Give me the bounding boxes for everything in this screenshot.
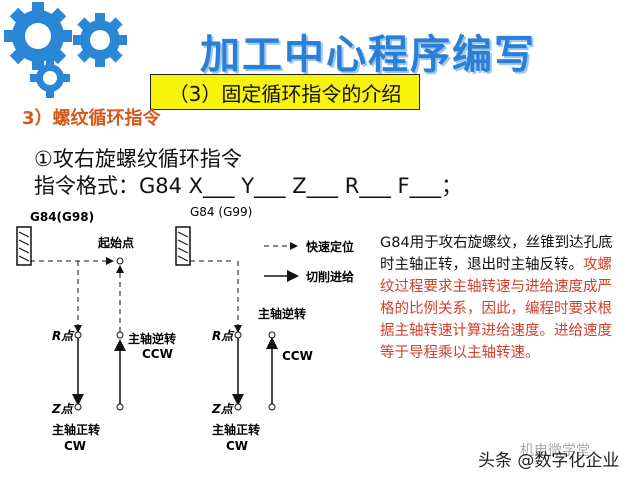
description-highlight: 攻螺纹过程要求主轴转速与进给速度成严格的比例关系，因此，编程时要求根据主轴转速计…	[380, 257, 612, 361]
left-z-point-label: Z点	[51, 402, 75, 416]
right-z-point-label: Z点	[211, 402, 235, 416]
gears-logo-icon	[4, 2, 127, 98]
right-fwd-label: 主轴正转	[212, 422, 260, 437]
left-fwd-label: 主轴正转	[52, 422, 100, 437]
description-text: G84用于攻右旋螺纹，丝锥到达孔底时主轴正转，退出时主轴反转。攻螺纹过程要求主轴…	[380, 232, 618, 364]
section-heading: 3）螺纹循环指令	[22, 108, 161, 129]
subtitle-text: （3）固定循环指令的介绍	[168, 81, 402, 106]
left-tap-icon	[16, 226, 32, 266]
subtitle-banner: （3）固定循环指令的介绍	[150, 74, 420, 110]
legend-feed-label: 切削进给	[306, 269, 354, 284]
left-r-point-label: R点	[52, 329, 75, 343]
right-cycle-label: G84 (G99)	[190, 205, 252, 219]
right-tap-icon	[175, 226, 191, 266]
right-r-point-label: R点	[212, 329, 235, 343]
left-cycle-label: G84(G98)	[30, 210, 94, 224]
cycle-diagram: G84(G98) 起始点 R点 主轴逆转 CCW Z点 主轴正转 CW G84 …	[16, 205, 354, 453]
right-rev-sub: CCW	[282, 349, 313, 363]
right-fwd-sub: CW	[226, 439, 248, 453]
left-rev-label: 主轴逆转	[128, 331, 176, 346]
instruction-title: ①攻右旋螺纹循环指令	[34, 147, 242, 171]
page-title: 加工中心程序编写	[200, 32, 536, 78]
start-point-label: 起始点	[97, 235, 134, 250]
legend-rapid-label: 快速定位	[306, 239, 354, 254]
watermark-text: 机电微学堂	[520, 443, 590, 459]
description-plain: G84用于攻右旋螺纹，丝锥到达孔底时主轴正转，退出时主轴反转。	[380, 235, 613, 273]
format-line: 指令格式：G84 X___ Y___ Z___ R___ F___；	[34, 174, 463, 198]
left-fwd-sub: CW	[64, 439, 86, 453]
footer-credit: 头条 @数字化企业	[478, 451, 620, 471]
right-rev-label: 主轴逆转	[258, 306, 306, 321]
left-rev-sub: CCW	[142, 347, 173, 361]
